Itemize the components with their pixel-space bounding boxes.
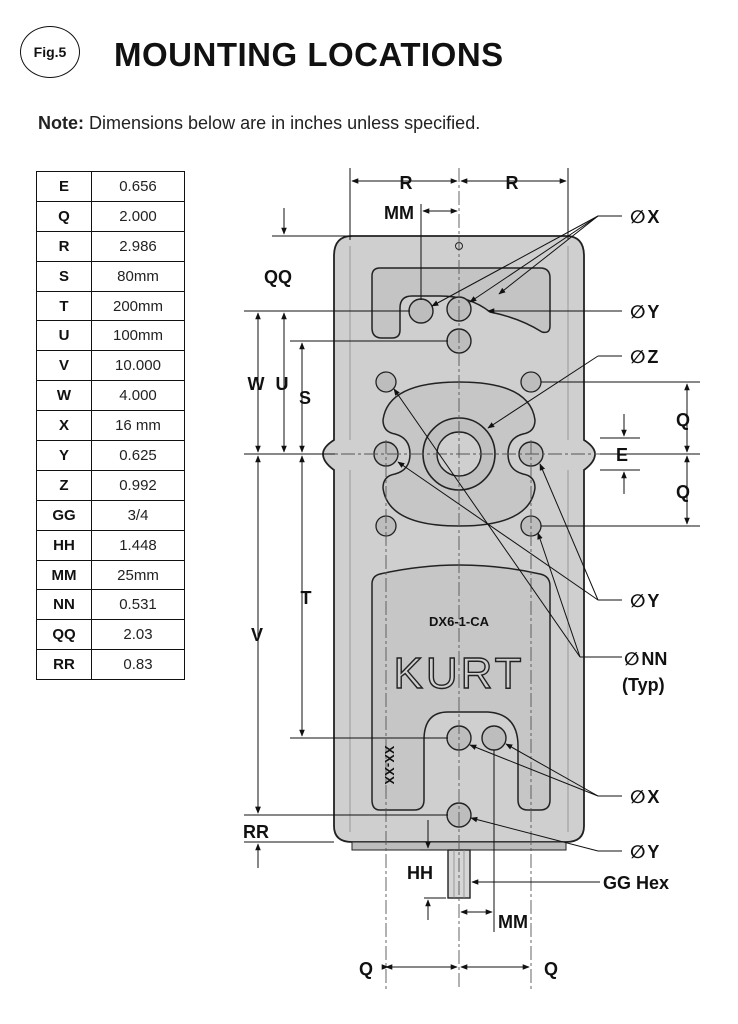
- dimension-key: NN: [36, 589, 92, 621]
- dimension-value: 16 mm: [91, 410, 185, 442]
- dimension-key: Y: [36, 440, 92, 471]
- label-diameter-y-bottom: ∅Y: [630, 842, 659, 862]
- centerlines: [318, 168, 600, 990]
- units-note: Note: Dimensions below are in inches unl…: [38, 113, 480, 134]
- dimension-value: 4.000: [91, 380, 185, 412]
- label-diameter-z: ∅Z: [630, 347, 658, 367]
- label-qq: QQ: [264, 267, 292, 287]
- label-diameter-x-bottom: ∅X: [630, 787, 659, 807]
- dimension-key: X: [36, 410, 92, 442]
- part-number: DX6-1-CA: [429, 614, 490, 629]
- dimension-key: Z: [36, 469, 92, 501]
- side-marking: XX-XX: [382, 745, 397, 784]
- label-w: W: [248, 374, 265, 394]
- top-pocket: [371, 267, 551, 339]
- dimension-value: 25mm: [91, 559, 185, 591]
- y-hole-top: [408, 298, 434, 324]
- label-u: U: [276, 374, 289, 394]
- page-title: MOUNTING LOCATIONS: [114, 36, 504, 73]
- label-e: E: [616, 445, 628, 465]
- figure-label: Fig.5: [33, 44, 67, 60]
- dimension-lines: [244, 168, 700, 970]
- dimension-value: 2.000: [91, 200, 185, 232]
- label-q-lower: Q: [676, 482, 690, 502]
- lower-pocket: [371, 564, 551, 811]
- label-diameter-y-mid: ∅Y: [630, 591, 659, 611]
- dimension-value: 10.000: [91, 350, 185, 382]
- label-hh: HH: [407, 863, 433, 883]
- nn-hole: [520, 371, 542, 393]
- note-label: Note:: [38, 113, 84, 133]
- label-t: T: [301, 588, 312, 608]
- dimension-key: R: [36, 230, 92, 262]
- dimension-key: RR: [36, 649, 92, 681]
- dimension-value: 2.986: [91, 230, 185, 262]
- nn-hole: [375, 371, 397, 393]
- dimension-key: S: [36, 260, 92, 292]
- note-text: Dimensions below are in inches unless sp…: [84, 113, 481, 133]
- label-mm-top: MM: [384, 203, 414, 223]
- dimension-value: 2.03: [91, 619, 185, 651]
- label-gg-hex: GG Hex: [603, 873, 669, 893]
- dimension-labels: R R MM ∅X ∅Y ∅Z QQ W U S T V RR Q E Q ∅Y…: [243, 173, 690, 979]
- dimension-value: 200mm: [91, 290, 185, 322]
- label-mm-bottom: MM: [498, 912, 528, 932]
- dimension-value: 0.992: [91, 469, 185, 501]
- label-diameter-y-top: ∅Y: [630, 302, 659, 322]
- label-q-upper: Q: [676, 410, 690, 430]
- dimension-key: W: [36, 380, 92, 412]
- dimension-key: T: [36, 290, 92, 322]
- label-s: S: [299, 388, 311, 408]
- dimension-key: V: [36, 350, 92, 382]
- figure-badge: Fig.5: [20, 26, 80, 78]
- brand-mark: KURT: [394, 649, 525, 698]
- label-q-bottom-left: Q: [359, 959, 373, 979]
- label-diameter-nn: ∅NN: [624, 649, 667, 669]
- label-r-left: R: [400, 173, 413, 193]
- label-typ: (Typ): [622, 675, 665, 695]
- dimension-key: GG: [36, 499, 92, 531]
- label-r-right: R: [506, 173, 519, 193]
- dimension-value: 1.448: [91, 529, 185, 561]
- label-v: V: [251, 625, 263, 645]
- label-diameter-x-top: ∅X: [630, 207, 659, 227]
- dimension-key: QQ: [36, 619, 92, 651]
- leader-lines: [393, 215, 622, 852]
- label-rr: RR: [243, 822, 269, 842]
- x-hole-bottom-right: [481, 725, 507, 751]
- label-q-bottom-right: Q: [544, 959, 558, 979]
- dimension-value: 0.83: [91, 649, 185, 681]
- dimension-key: Q: [36, 200, 92, 232]
